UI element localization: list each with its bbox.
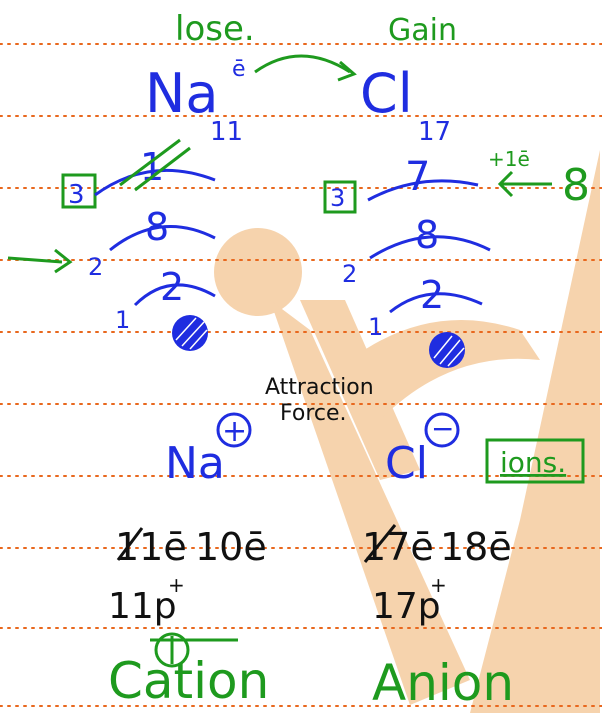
chlorine-shell-2-level: 2 (342, 260, 357, 288)
sodium-shell-1: 1 2 (115, 265, 216, 334)
chlorine-gain-note: +1ē (488, 147, 530, 171)
sodium-shell-1-electrons: 2 (160, 265, 184, 309)
cl-electrons-old: 17ē (362, 525, 434, 569)
sodium-shell-3-level: 3 (68, 180, 85, 210)
cation-plus-circle (154, 632, 190, 668)
chlorine-symbol: Cl (360, 62, 413, 125)
na-protons: 11p (108, 586, 177, 627)
cation-symbol: Na (165, 438, 225, 489)
gain-label: Gain (388, 13, 457, 48)
cl-protons-charge: + (430, 573, 447, 597)
chlorine-gain-result: 8 (562, 160, 590, 211)
sodium-atomic-number: 11 (210, 117, 243, 147)
ions-box (485, 438, 585, 484)
chlorine-shell-1: 1 2 (368, 273, 483, 341)
chlorine-shell-2-electrons: 8 (415, 213, 439, 257)
na-electrons-strike (116, 527, 144, 561)
attraction-label-line2: Force. (280, 401, 347, 426)
sodium-symbol: Na (145, 62, 219, 125)
na-electrons-new: 10ē (195, 525, 267, 569)
sodium-shell-2-electrons: 8 (145, 205, 169, 249)
attraction-label-line1: Attraction (265, 375, 374, 400)
electron-symbol: ē (232, 57, 246, 82)
chlorine-shell-1-level: 1 (368, 313, 383, 341)
lose-label: lose. (175, 9, 255, 49)
cation-charge-circle (216, 412, 252, 448)
sodium-shell-2-level: 2 (88, 253, 103, 281)
cation-label: Cation (108, 652, 269, 710)
ions-label: ions. (500, 446, 566, 479)
sodium-shell-1-level: 1 (115, 306, 130, 334)
chlorine-shell-3: 3 7 (323, 154, 479, 214)
gain-arrowhead (497, 170, 514, 198)
chlorine-shell-3-level: 3 (330, 184, 345, 212)
sodium-nucleus-hatching (175, 317, 208, 350)
sodium-shell-3-box (61, 173, 97, 209)
anion-charge-circle (424, 412, 460, 448)
chlorine-shell-3-box (323, 180, 357, 214)
sodium-nucleus (172, 315, 208, 351)
cl-electrons-strike (363, 524, 397, 563)
chlorine-atomic-number: 17 (418, 117, 451, 147)
chlorine-shell-2: 2 8 (342, 213, 491, 288)
chlorine-nucleus (429, 332, 465, 368)
electron-transfer-arrowhead (337, 60, 357, 82)
anion-label: Anion (372, 654, 514, 712)
na-electrons-old: 11ē (115, 525, 187, 569)
chlorine-nucleus-hatching (433, 335, 465, 367)
watermark-logo (214, 150, 600, 713)
cation-charge: + (222, 414, 247, 449)
cl-electrons-new: 18ē (440, 525, 512, 569)
cl-protons: 17p (372, 586, 441, 627)
sodium-shell-2: 2 8 (7, 205, 216, 281)
sodium-shell-3: 3 1 (61, 138, 216, 210)
chlorine-shell-1-electrons: 2 (420, 273, 444, 317)
chlorine-shell-3-electrons: 7 (405, 154, 430, 200)
anion-symbol: Cl (385, 438, 428, 489)
na-protons-charge: + (168, 573, 185, 597)
electron-transfer-arrow (254, 54, 351, 74)
anion-charge: − (431, 412, 454, 445)
